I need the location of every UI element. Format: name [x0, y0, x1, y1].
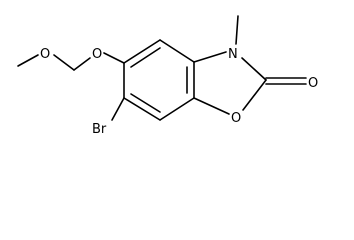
atom-label-o-ring: O: [231, 111, 241, 126]
structure-diagram: O O N O O Br: [17, 15, 318, 137]
bond-c5-c4-inner: [130, 47, 161, 68]
bond-o1-to-ch2: [53, 54, 75, 71]
bond-layer: [17, 15, 307, 121]
bond-methyl-to-o1: [17, 54, 39, 67]
atom-label-bromine: Br: [92, 122, 107, 137]
bond-c7-c6: [123, 97, 161, 121]
bond-o3-c7a: [193, 97, 230, 115]
atom-label-o-ether-1: O: [40, 47, 50, 62]
atom-label-o-carbonyl: O: [308, 76, 318, 91]
bond-c6-br: [111, 97, 125, 121]
bond-c3a-n: [193, 51, 227, 63]
bond-c2-o3: [242, 79, 267, 111]
atom-label-o-ether-2: O: [92, 47, 102, 62]
atom-labels: O O N O O Br: [40, 47, 318, 137]
bond-c7a-c7: [159, 97, 195, 121]
bond-n-c2: [241, 57, 267, 81]
bond-c5-c4: [123, 39, 161, 64]
atom-label-nitrogen: N: [228, 47, 238, 62]
bond-c4-c3a: [159, 39, 195, 63]
bond-ch2-to-o2: [73, 57, 91, 71]
bond-c7-c6-inner: [130, 93, 161, 113]
bond-n-methyl: [235, 15, 239, 45]
bond-o2-to-c5: [103, 52, 125, 64]
